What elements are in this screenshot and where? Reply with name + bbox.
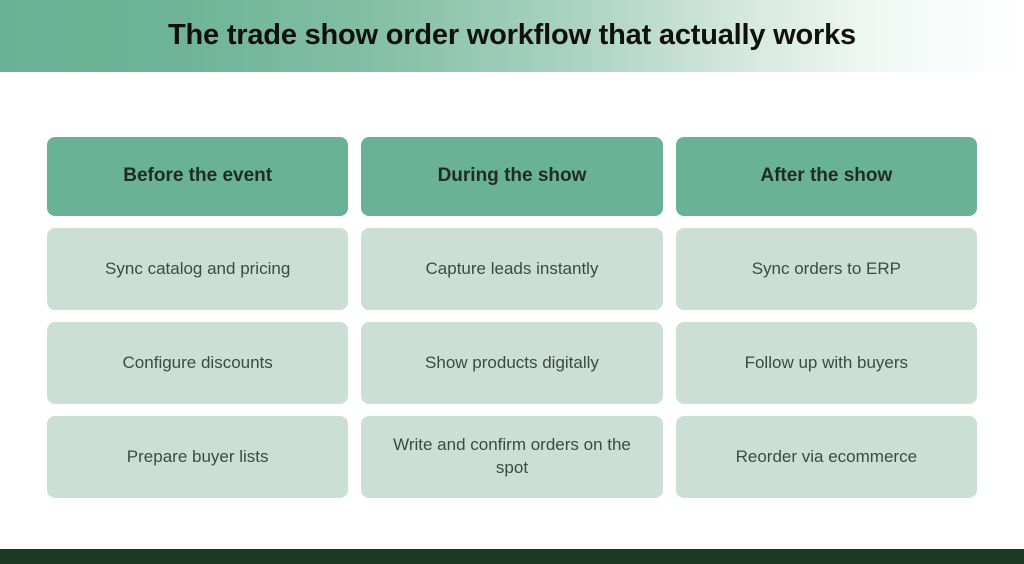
workflow-step-cell: Sync catalog and pricing	[47, 228, 349, 310]
column-header-before-the-event: Before the event	[47, 137, 349, 216]
column-header-label: During the show	[437, 165, 587, 187]
workflow-step-label: Sync orders to ERP	[751, 258, 901, 278]
page-header-band: The trade show order workflow that actua…	[0, 0, 1024, 72]
workflow-step-cell: Prepare buyer lists	[47, 416, 349, 498]
workflow-step-label: Capture leads instantly	[425, 258, 599, 278]
workflow-step-label: Configure discounts	[122, 352, 273, 372]
workflow-step-cell: Reorder via ecommerce	[675, 416, 977, 498]
workflow-step-cell: Configure discounts	[47, 322, 349, 404]
workflow-step-cell: Follow up with buyers	[675, 322, 977, 404]
column-header-label: Before the event	[123, 165, 273, 187]
workflow-step-cell: Show products digitally	[361, 322, 663, 404]
workflow-step-label: Write and confirm orders on the spot	[393, 435, 631, 477]
column-header-label: After the show	[760, 165, 893, 187]
workflow-step-cell: Capture leads instantly	[361, 228, 663, 310]
workflow-step-label: Show products digitally	[425, 352, 599, 372]
footer-accent-bar	[0, 549, 1024, 564]
workflow-step-label: Reorder via ecommerce	[735, 446, 918, 466]
column-header-during-the-show: During the show	[361, 137, 663, 216]
workflow-step-cell: Write and confirm orders on the spot	[361, 416, 663, 498]
workflow-grid: Before the event During the show After t…	[47, 137, 977, 498]
column-header-after-the-show: After the show	[675, 137, 977, 216]
workflow-step-label: Follow up with buyers	[744, 352, 909, 372]
page-title: The trade show order workflow that actua…	[168, 18, 856, 51]
workflow-step-label: Sync catalog and pricing	[105, 258, 291, 278]
workflow-step-label: Prepare buyer lists	[126, 446, 269, 466]
workflow-step-cell: Sync orders to ERP	[675, 228, 977, 310]
